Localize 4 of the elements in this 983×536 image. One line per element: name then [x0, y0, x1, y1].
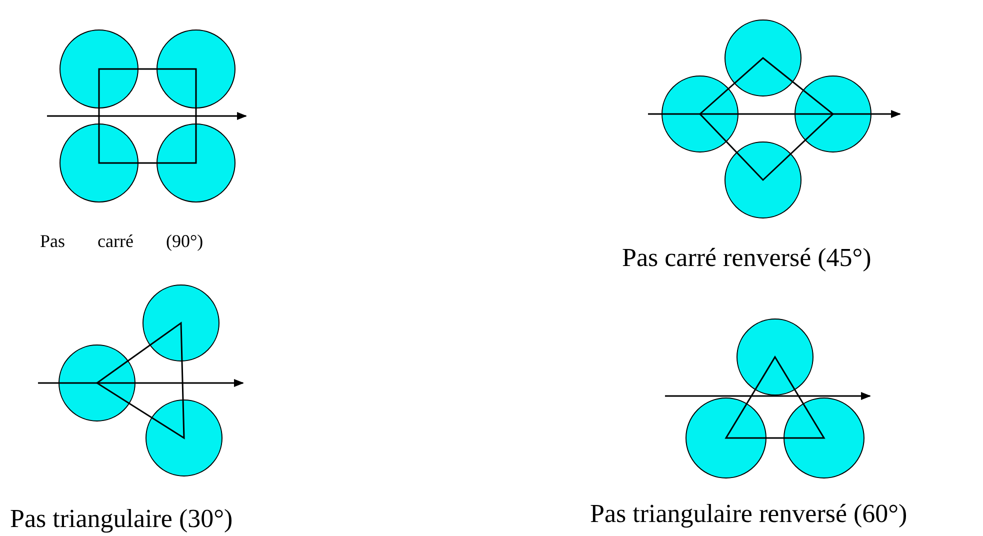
- caption: Pas carré (90°): [40, 232, 204, 252]
- caption: Pas carré renversé (45°): [622, 244, 872, 273]
- caption: Pas triangulaire renversé (60°): [590, 500, 908, 529]
- caption: Pas triangulaire (30°): [10, 505, 233, 534]
